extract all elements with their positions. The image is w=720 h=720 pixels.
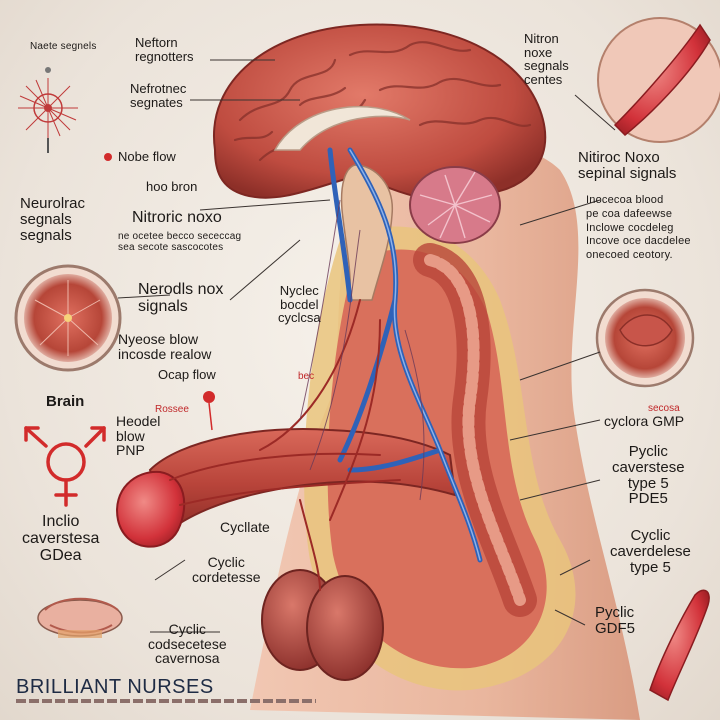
nerve-threads <box>299 199 425 501</box>
leader-lines <box>117 59 616 633</box>
label-cyclic-cavernosa: Cyclic codsecetese cavernosa <box>148 621 227 667</box>
red-dot-marker <box>104 153 112 161</box>
bottom-left-tissue-sketch <box>37 597 123 638</box>
blood-vessel-highlights <box>349 149 481 561</box>
label-nobe-flow: Nobe flow <box>118 149 176 164</box>
label-nitrioc-signals: Nefrotnec segnates <box>130 81 187 110</box>
label-increases-blood: Inocecoa blood pe coa dafeewse Inclowe c… <box>586 194 691 261</box>
label-brain: Brain <box>46 393 85 410</box>
label-cyclic-caverdelese: Cyclic caverdelese type 5 <box>610 527 691 576</box>
nerve-node-diagram <box>18 67 78 153</box>
right-middle-inset <box>595 288 695 388</box>
colon-lining <box>424 254 526 606</box>
label-red-small-left: Rossee <box>155 404 189 415</box>
label-nitroc-noxo: Nitiroc Noxo sepinal signals <box>578 149 677 182</box>
corpus-callosum <box>273 105 411 151</box>
label-pyclic-caverstese: Pyclic caverstese type 5 PDE5 <box>612 443 685 508</box>
label-cyclora-gmp: cyclora GMP <box>604 413 685 429</box>
label-nyclec: Nyclec bocdel cyclcsa <box>278 283 321 326</box>
glans <box>116 470 186 548</box>
label-heodel-blow: Heodel blow PNP <box>116 413 161 459</box>
label-top-right: Nitron noxe segnals centes <box>524 31 569 87</box>
right-bottom-shaft-icon <box>649 589 710 702</box>
label-cycllate: Cycllate <box>220 519 270 535</box>
label-ocap-flow: Ocap flow <box>158 367 216 382</box>
right-top-inset <box>597 17 720 143</box>
label-nitroric-noxo: Nitroric noxo <box>132 209 222 226</box>
label-small-under-noxo: ne ocetee becco sececcag sea secote sasc… <box>118 231 242 253</box>
label-nitric-regulators: Neftorn regnotters <box>135 35 194 64</box>
label-cyclic-cordetesse: Cyclic cordetesse <box>192 554 261 585</box>
label-pyclic-gdf5: Pyclic GDF5 <box>595 604 636 637</box>
label-red-small-right: secosa <box>648 403 680 414</box>
brand-title: BRILLIANT NURSES <box>16 676 214 698</box>
testis-right <box>306 575 384 681</box>
brainstem <box>340 164 393 301</box>
label-nyeose-blow: Nyeose blow incosde realow <box>118 331 212 362</box>
male-female-symbol-icon <box>24 426 106 507</box>
label-hoo-bron: hoo bron <box>146 179 198 194</box>
red-pin-marker <box>203 391 215 403</box>
label-bec: bec <box>298 371 315 382</box>
arteries <box>169 299 401 591</box>
brand-tagline <box>16 699 316 703</box>
label-inclio: Inclio caverstesa GDea <box>22 513 100 564</box>
label-top-left-small: Naete segnels <box>30 41 97 52</box>
label-nerodls: Nerodls nox signals <box>138 281 224 315</box>
left-inset-tissue <box>14 264 122 372</box>
label-neurolrac: Neurolrac segnals segnals <box>20 195 86 244</box>
cerebellum-folia <box>419 171 493 239</box>
